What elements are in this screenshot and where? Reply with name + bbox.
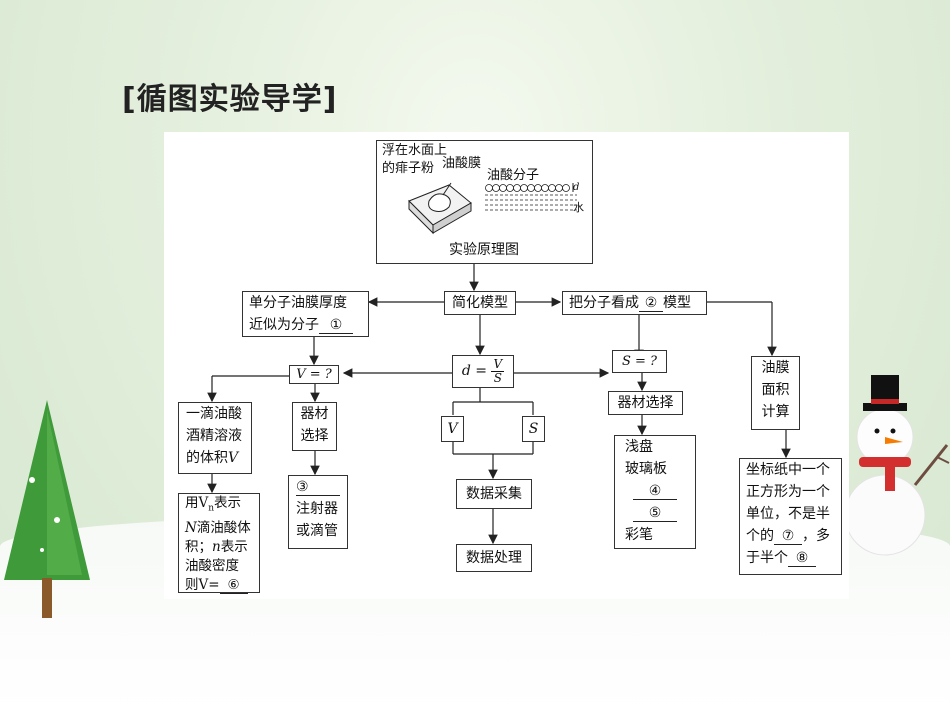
syringe-line3: 或滴管	[296, 523, 338, 539]
equipment-select-box-1: 器材 选择	[292, 402, 337, 451]
v-query-box: V = ?	[289, 365, 339, 384]
blank-6: ⑥	[219, 577, 248, 594]
s-box-text: S	[528, 421, 539, 437]
blank-1: ①	[319, 317, 353, 334]
formula-l5: 则V=	[185, 576, 220, 593]
treat-as-suffix: 模型	[663, 295, 691, 311]
formula-l2var: N	[185, 519, 197, 536]
syringe-line2: 注射器	[296, 501, 338, 517]
fraction-numerator: V	[493, 356, 503, 371]
blank-2: ②	[639, 295, 663, 312]
molecule-layer-illustration	[485, 183, 577, 211]
formula-l3: 积；	[185, 538, 212, 555]
oil-film-tray-illustration	[408, 182, 472, 235]
oil-area-box: 油膜 面积 计算	[751, 356, 800, 430]
formula-l4: 油酸密度	[185, 557, 239, 574]
page-heading: [循图实验导学]	[122, 82, 338, 117]
formula-l1b: 表示	[214, 495, 242, 511]
pollen-label-line2: 的痱子粉	[382, 161, 435, 176]
equipment-select-1-line2: 选择	[300, 428, 329, 444]
oil-area-line2: 面积	[761, 382, 790, 398]
drop-volume-line2: 酒精溶液	[186, 428, 242, 444]
drop-volume-line3: 的体积	[186, 450, 228, 466]
blank-3: ③	[296, 479, 340, 496]
v-box-text: V	[447, 421, 458, 437]
s-query-box: S = ?	[612, 350, 667, 373]
formula-description-box: 用Vn表示 N滴油酸体 积；n表示 油酸密度 则V=⑥	[178, 493, 260, 594]
v-box: V	[441, 416, 464, 442]
tray-line1: 浅盘	[625, 439, 653, 455]
grid-l1: 坐标纸中一个	[746, 462, 830, 478]
data-collection-box: 数据采集	[456, 479, 532, 509]
data-collection-text: 数据采集	[466, 486, 522, 502]
simplify-model-text: 简化模型	[452, 295, 508, 311]
drop-volume-line1: 一滴油酸	[186, 406, 242, 422]
thickness-d-label: d	[573, 182, 580, 193]
s-query-text: S = ?	[621, 354, 658, 369]
fraction-denominator: S	[493, 370, 502, 385]
grid-l5a: 于半个	[746, 550, 788, 566]
blank-8: ⑧	[788, 550, 816, 567]
drop-volume-box: 一滴油酸 酒精溶液 的体积V	[178, 402, 252, 474]
v-query-text: V = ?	[296, 367, 332, 382]
data-processing-box: 数据处理	[456, 544, 532, 572]
simplify-model-box: 简化模型	[444, 291, 516, 315]
syringe-box: ③ 注射器 或滴管	[288, 475, 348, 549]
formula-l1sub: n	[208, 503, 215, 514]
christmas-tree-decoration	[4, 400, 90, 618]
d-symbol: d	[461, 363, 471, 379]
oil-area-line3: 计算	[761, 404, 790, 420]
equipment-select-2-text: 器材选择	[617, 395, 674, 411]
blank-7: ⑦	[774, 528, 802, 545]
snowman-decoration	[845, 375, 950, 556]
formula-l2: 滴油酸体	[196, 519, 251, 536]
grid-l3: 单位，不是半	[746, 506, 830, 522]
equipment-select-1-line1: 器材	[300, 406, 329, 422]
tray-line2: 玻璃板	[625, 461, 667, 477]
oil-area-line1: 油膜	[761, 360, 790, 376]
oil-film-label: 油酸膜	[442, 156, 482, 171]
s-box: S	[522, 416, 545, 442]
grid-l4a: 个的	[746, 528, 774, 544]
d-equals: =	[475, 363, 488, 379]
principle-caption: 实验原理图	[449, 242, 519, 258]
flowchart-panel: 浮在水面上 的痱子粉 油酸膜 油酸分子 d 水 实验原理图	[164, 132, 849, 599]
blank-4: ④	[633, 483, 677, 500]
drop-volume-var: V	[228, 450, 239, 466]
grid-l2: 正方形为一个	[746, 484, 830, 500]
treat-as-prefix: 把分子看成	[569, 295, 639, 311]
tray-equipment-box: 浅盘 玻璃板 ④ ⑤ 彩笔	[614, 435, 696, 549]
oil-molecule-label: 油酸分子	[487, 168, 540, 183]
formula-l3b: 表示	[220, 538, 248, 555]
principle-diagram-box: 浮在水面上 的痱子粉 油酸膜 油酸分子 d 水 实验原理图	[376, 140, 593, 264]
tray-line5: 彩笔	[625, 527, 653, 543]
thickness-line2: 近似为分子	[249, 317, 319, 333]
data-processing-text: 数据处理	[466, 550, 522, 566]
blank-5: ⑤	[633, 505, 677, 522]
equipment-select-box-2: 器材选择	[608, 391, 683, 415]
formula-l1a: 用V	[185, 495, 209, 511]
formula-l3var: n	[212, 538, 221, 555]
thickness-line1: 单分子油膜厚度	[249, 295, 347, 311]
grid-l4b: ，多	[802, 528, 830, 544]
pollen-label-line1: 浮在水面上	[382, 143, 448, 158]
connector-lines	[207, 264, 791, 545]
water-label: 水	[573, 201, 584, 214]
